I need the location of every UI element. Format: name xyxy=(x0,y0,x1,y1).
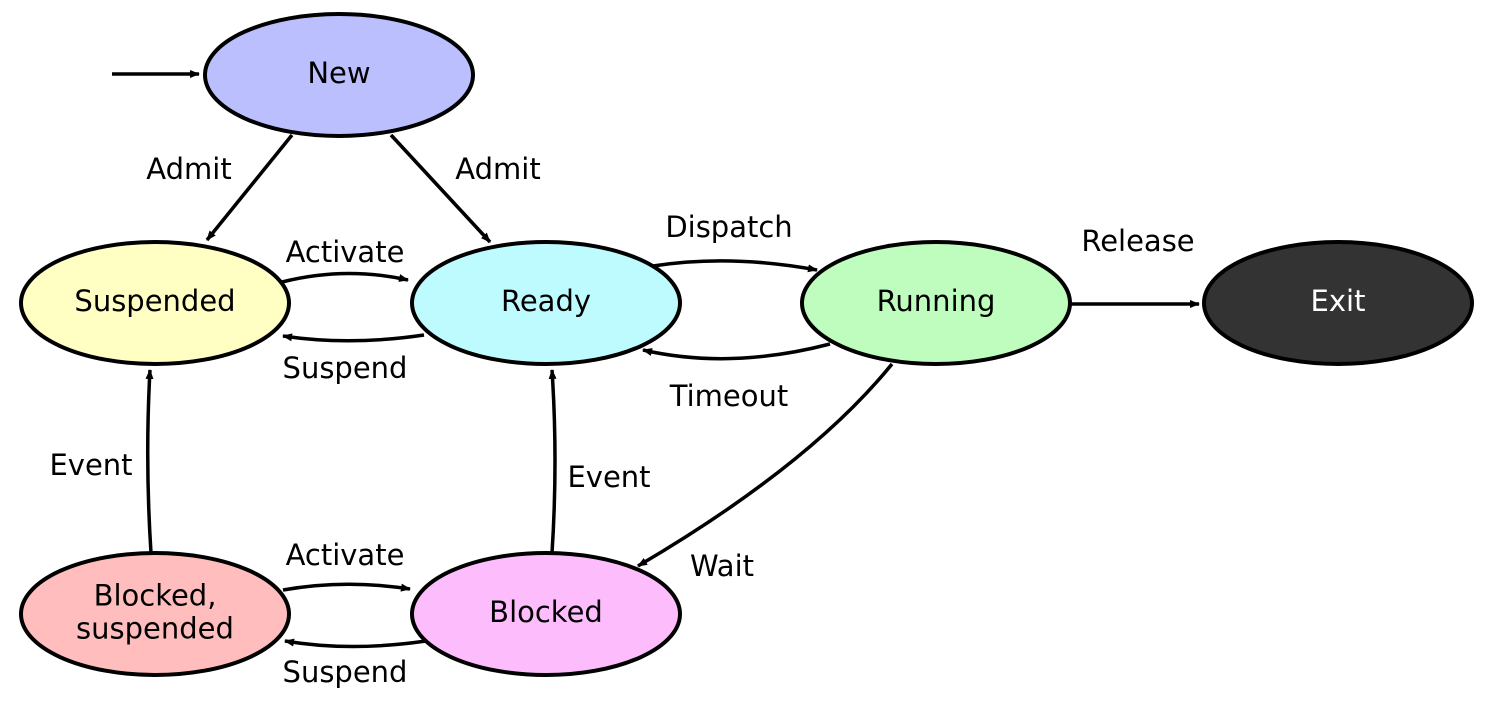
transition-timeout: Timeout xyxy=(642,342,831,413)
transition-event-blocked-suspended: Event xyxy=(49,369,154,554)
state-label: Exit xyxy=(1311,284,1366,318)
state-label: New xyxy=(307,56,370,90)
edge-line xyxy=(642,342,831,361)
transition-admit-to-suspended: Admit xyxy=(146,133,294,242)
edge-label: Event xyxy=(49,448,132,482)
edge-line xyxy=(282,333,425,343)
state-new: New xyxy=(203,12,475,138)
state-ready: Ready xyxy=(410,240,682,366)
edge-line xyxy=(145,369,154,554)
edge-line xyxy=(281,271,409,284)
state-label: Blocked, xyxy=(94,579,217,613)
state-running: Running xyxy=(800,240,1072,366)
state-label: Suspended xyxy=(74,284,235,318)
edge-line xyxy=(652,259,818,273)
edge-label: Suspend xyxy=(283,351,408,385)
state-blocked-suspended: Blocked,suspended xyxy=(19,551,291,677)
edge-line xyxy=(389,133,492,244)
transition-event-blocked: Event xyxy=(548,369,651,554)
state-ellipse xyxy=(1202,240,1474,366)
edge-label: Activate xyxy=(286,235,405,269)
state-label: Ready xyxy=(501,284,591,318)
edge-line xyxy=(548,369,557,554)
state-blocked: Blocked xyxy=(410,551,682,677)
edge-label: Release xyxy=(1081,224,1194,258)
transition-activate-suspended: Activate xyxy=(281,235,409,284)
edge-line xyxy=(282,582,411,592)
transition-release: Release xyxy=(1070,224,1200,308)
edge-label: Wait xyxy=(690,549,754,583)
state-ellipse xyxy=(203,12,475,138)
transition-dispatch: Dispatch xyxy=(652,210,818,273)
state-ellipse xyxy=(19,551,291,677)
state-ellipse xyxy=(800,240,1072,366)
state-ellipse xyxy=(19,240,291,366)
state-exit: Exit xyxy=(1202,240,1474,366)
edge-label: Activate xyxy=(286,538,405,572)
edge-label: Timeout xyxy=(669,379,788,413)
edge-label: Dispatch xyxy=(665,210,792,244)
edge-label: Admit xyxy=(455,152,540,186)
edge-label: Suspend xyxy=(283,655,408,689)
edge-line xyxy=(284,638,427,649)
transition-suspend-ready: Suspend xyxy=(282,333,425,385)
state-suspended: Suspended xyxy=(19,240,291,366)
edge-line xyxy=(205,133,294,242)
states: New Suspended Ready Running Exit Blocked… xyxy=(19,12,1474,677)
state-ellipse xyxy=(410,240,682,366)
transition-activate-blocked: Activate xyxy=(282,538,411,592)
edge-label: Admit xyxy=(146,152,231,186)
transitions: Admit Admit Activate Suspend Dispatch Ti… xyxy=(49,70,1200,689)
state-label: Blocked xyxy=(489,595,603,629)
edge-label: Event xyxy=(567,460,650,494)
state-label: suspended xyxy=(76,612,234,646)
state-ellipse xyxy=(410,551,682,677)
transition-suspend-blocked: Suspend xyxy=(283,638,427,689)
state-label: Running xyxy=(877,284,996,318)
transition-wait: Wait xyxy=(637,362,894,583)
edge-line xyxy=(637,362,894,568)
transition-admit-to-ready: Admit xyxy=(389,133,541,244)
